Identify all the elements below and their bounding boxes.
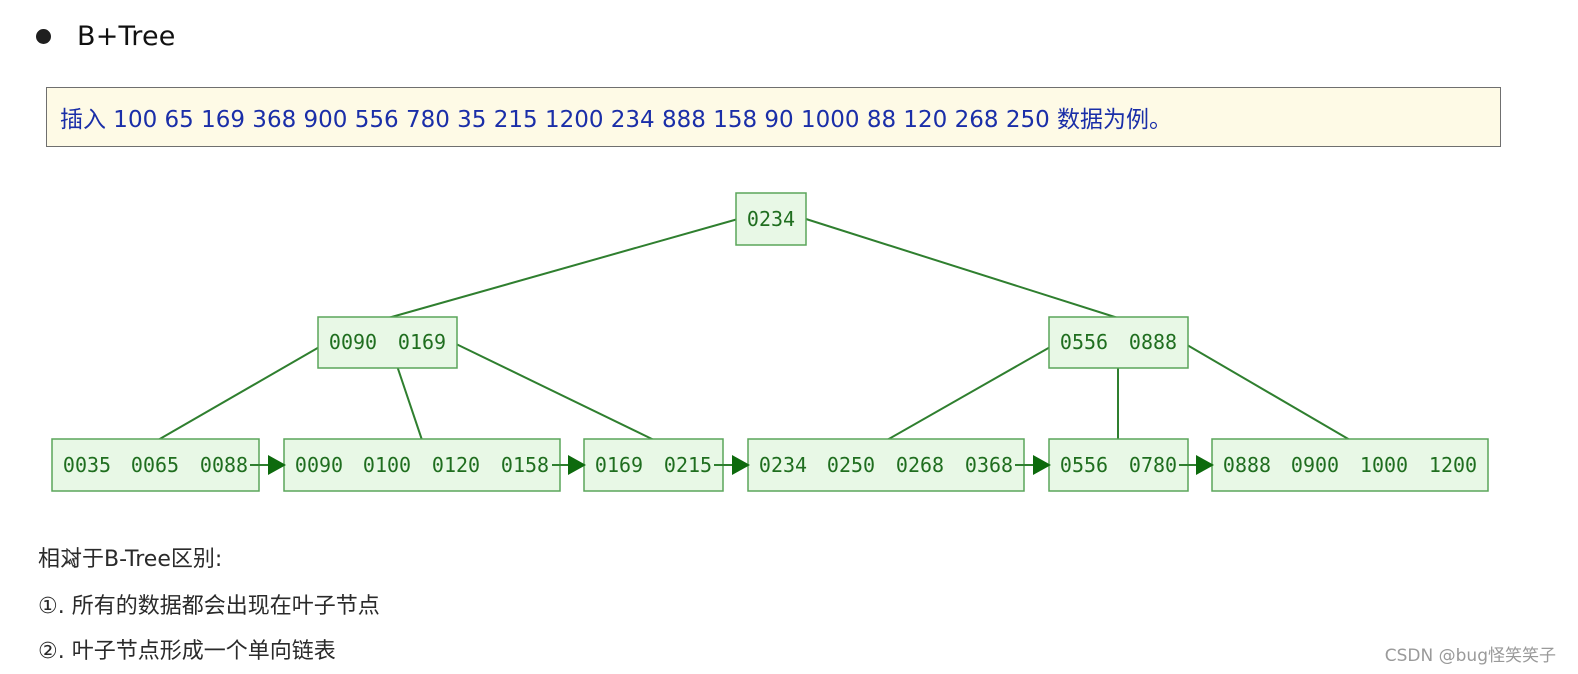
edge-root-internal-left xyxy=(387,218,739,319)
section-title: B+Tree xyxy=(77,20,176,52)
internal-left-key-2: 0169 xyxy=(398,330,446,354)
leaf-4-key-3: 0268 xyxy=(896,453,944,477)
leaf-6-key-2: 0900 xyxy=(1291,453,1339,477)
insert-sequence-text: 插入 100 65 169 368 900 556 780 35 215 120… xyxy=(60,107,1173,133)
leaf-link-arrow-3 xyxy=(714,455,750,475)
leaf-3-key-2: 0215 xyxy=(664,453,712,477)
section-heading: B+Tree xyxy=(36,16,176,56)
leaf-node-3: 0169 0215 xyxy=(583,438,724,492)
bullet-icon xyxy=(36,28,51,44)
leaf-node-5: 0556 0780 xyxy=(1048,438,1189,492)
leaf-node-6: 0888 0900 1000 1200 xyxy=(1211,438,1489,492)
mouse-pointer-icon xyxy=(66,548,78,567)
leaf-link-arrow-2 xyxy=(552,455,586,475)
leaf-5-key-1: 0556 xyxy=(1060,453,1108,477)
internal-right-key-2: 0888 xyxy=(1129,330,1177,354)
leaf-link-arrow-4 xyxy=(1015,455,1051,475)
leaf-node-4: 0234 0250 0268 0368 xyxy=(747,438,1025,492)
leaf-3-key-1: 0169 xyxy=(595,453,643,477)
edge-internal-right-leaf-6 xyxy=(1181,341,1351,441)
leaf-2-key-2: 0100 xyxy=(363,453,411,477)
leaf-node-1: 0035 0065 0088 xyxy=(51,438,260,492)
leaf-6-key-1: 0888 xyxy=(1223,453,1271,477)
edge-internal-right-leaf-4 xyxy=(886,341,1060,441)
root-key: 0234 xyxy=(747,207,795,231)
leaf-link-arrow-5 xyxy=(1179,455,1214,475)
difference-item-1: ①. 所有的数据都会出现在叶子节点 xyxy=(38,594,380,619)
edge-root-internal-right xyxy=(805,218,1119,319)
internal-right-key-1: 0556 xyxy=(1060,330,1108,354)
leaf-4-key-4: 0368 xyxy=(965,453,1013,477)
leaf-node-2: 0090 0100 0120 0158 xyxy=(283,438,561,492)
internal-node-left: 0090 0169 xyxy=(317,316,458,369)
leaf-2-key-4: 0158 xyxy=(501,453,549,477)
leaf-link-arrow-1 xyxy=(250,455,286,475)
leaf-2-key-1: 0090 xyxy=(295,453,343,477)
leaf-5-key-2: 0780 xyxy=(1129,453,1177,477)
internal-node-right: 0556 0888 xyxy=(1048,316,1189,369)
leaf-1-key-1: 0035 xyxy=(63,453,111,477)
leaf-4-key-1: 0234 xyxy=(759,453,807,477)
leaf-6-key-3: 1000 xyxy=(1360,453,1408,477)
leaf-4-key-2: 0250 xyxy=(827,453,875,477)
insert-sequence-note: 插入 100 65 169 368 900 556 780 35 215 120… xyxy=(46,87,1501,147)
leaf-1-key-2: 0065 xyxy=(131,453,179,477)
root-node: 0234 xyxy=(735,192,807,246)
internal-left-key-1: 0090 xyxy=(329,330,377,354)
leaf-1-key-3: 0088 xyxy=(200,453,248,477)
leaf-2-key-3: 0120 xyxy=(432,453,480,477)
edge-internal-left-leaf-3 xyxy=(451,341,655,441)
leaf-6-key-4: 1200 xyxy=(1429,453,1477,477)
difference-item-2: ②. 叶子节点形成一个单向链表 xyxy=(38,639,336,664)
edge-internal-left-leaf-1 xyxy=(157,341,329,441)
csdn-watermark: CSDN @bug怪笑笑子 xyxy=(1384,646,1556,666)
